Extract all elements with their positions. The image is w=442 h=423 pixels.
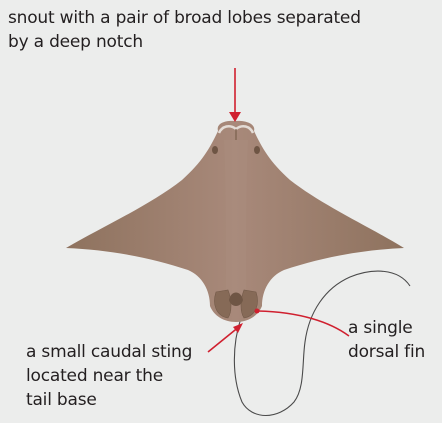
left-eye [212,146,218,154]
caudal-sting-label: a small caudal sting located near the ta… [26,340,226,412]
snout-label: snout with a pair of broad lobes separat… [8,6,438,54]
snout-pointer-arrowhead [229,112,241,122]
snout-label-line-2: by a deep notch [8,30,438,54]
right-eye [254,146,260,154]
fin-label-line-1: a single [348,316,442,340]
fin-pointer-line [258,311,349,336]
sting-label-line-1: a small caudal sting [26,340,226,364]
fin-label-line-2: dorsal fin [348,340,442,364]
snout-label-line-1: snout with a pair of broad lobes separat… [8,6,438,30]
sting-label-line-3: tail base [26,388,226,412]
dorsal-fin-label: a single dorsal fin [348,316,442,364]
sting-label-line-2: located near the [26,364,226,388]
sting-pointer-arrowhead [233,323,243,333]
ray-midline [224,140,248,300]
